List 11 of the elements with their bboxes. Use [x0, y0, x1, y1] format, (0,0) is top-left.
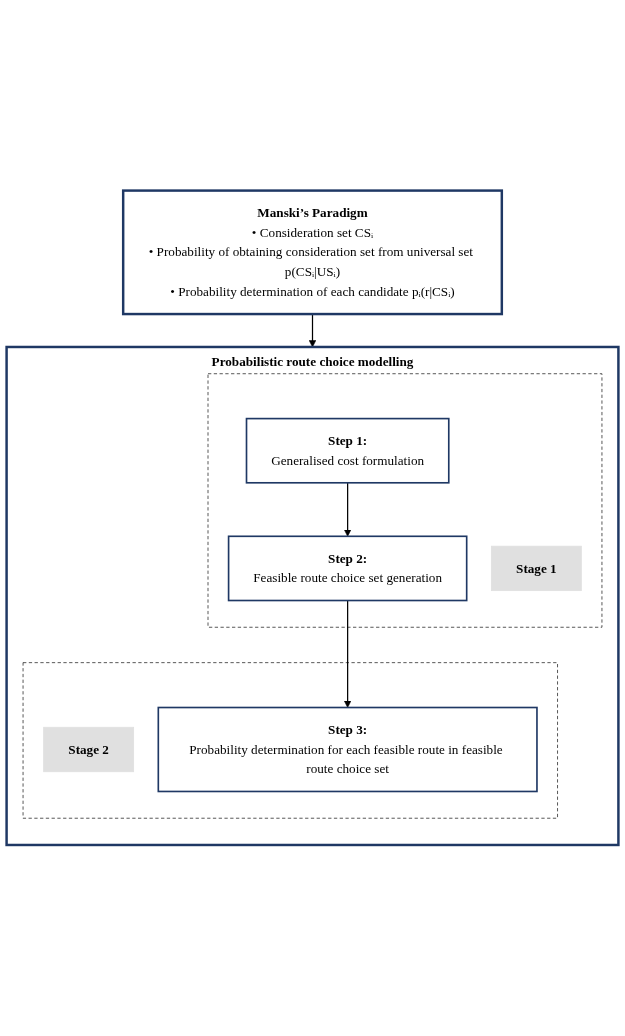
cluster [207, 373, 603, 628]
node-box [227, 535, 468, 602]
node-box [245, 418, 450, 484]
cluster [5, 345, 620, 847]
arrow [344, 482, 352, 537]
arrow [344, 600, 352, 709]
cluster [22, 662, 558, 819]
node-box [157, 706, 538, 793]
node-box [121, 189, 504, 316]
node-box [43, 727, 135, 773]
node-box [490, 546, 582, 592]
